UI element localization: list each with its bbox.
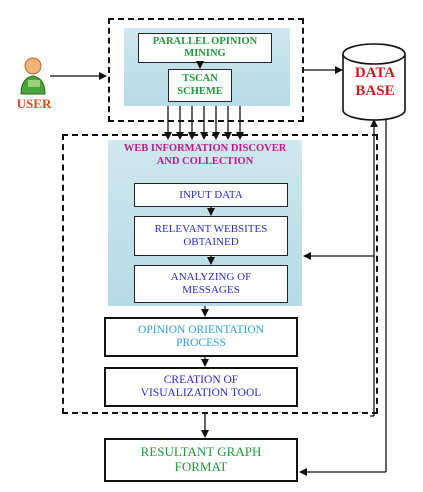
tscan-scheme-box: TSCAN SCHEME bbox=[168, 69, 232, 102]
database-icon bbox=[340, 42, 408, 122]
analyzing-messages-box: ANALYZING OF MESSAGES bbox=[134, 265, 288, 303]
web-info-title: WEB INFORMATION DISCOVER AND COLLECTION bbox=[123, 143, 287, 167]
user-label: USER bbox=[16, 96, 52, 111]
relevant-websites-box: RELEVANT WEBSITES OBTAINED bbox=[134, 216, 288, 256]
database-label: DATA BASE bbox=[354, 65, 396, 99]
parallel-opinion-mining-box: PARALLEL OPINION MINING bbox=[138, 33, 272, 63]
top-group-frame bbox=[108, 18, 304, 122]
resultant-graph-box: RESULTANT GRAPH FORMAT bbox=[104, 438, 298, 482]
input-data-box: INPUT DATA bbox=[134, 183, 288, 207]
opinion-orientation-box: OPINION ORIENTATION PROCESS bbox=[104, 317, 298, 357]
user-icon bbox=[16, 56, 50, 96]
visualization-tool-box: CREATION OF VISUALIZATION TOOL bbox=[104, 367, 298, 407]
web-info-frame bbox=[62, 134, 378, 414]
